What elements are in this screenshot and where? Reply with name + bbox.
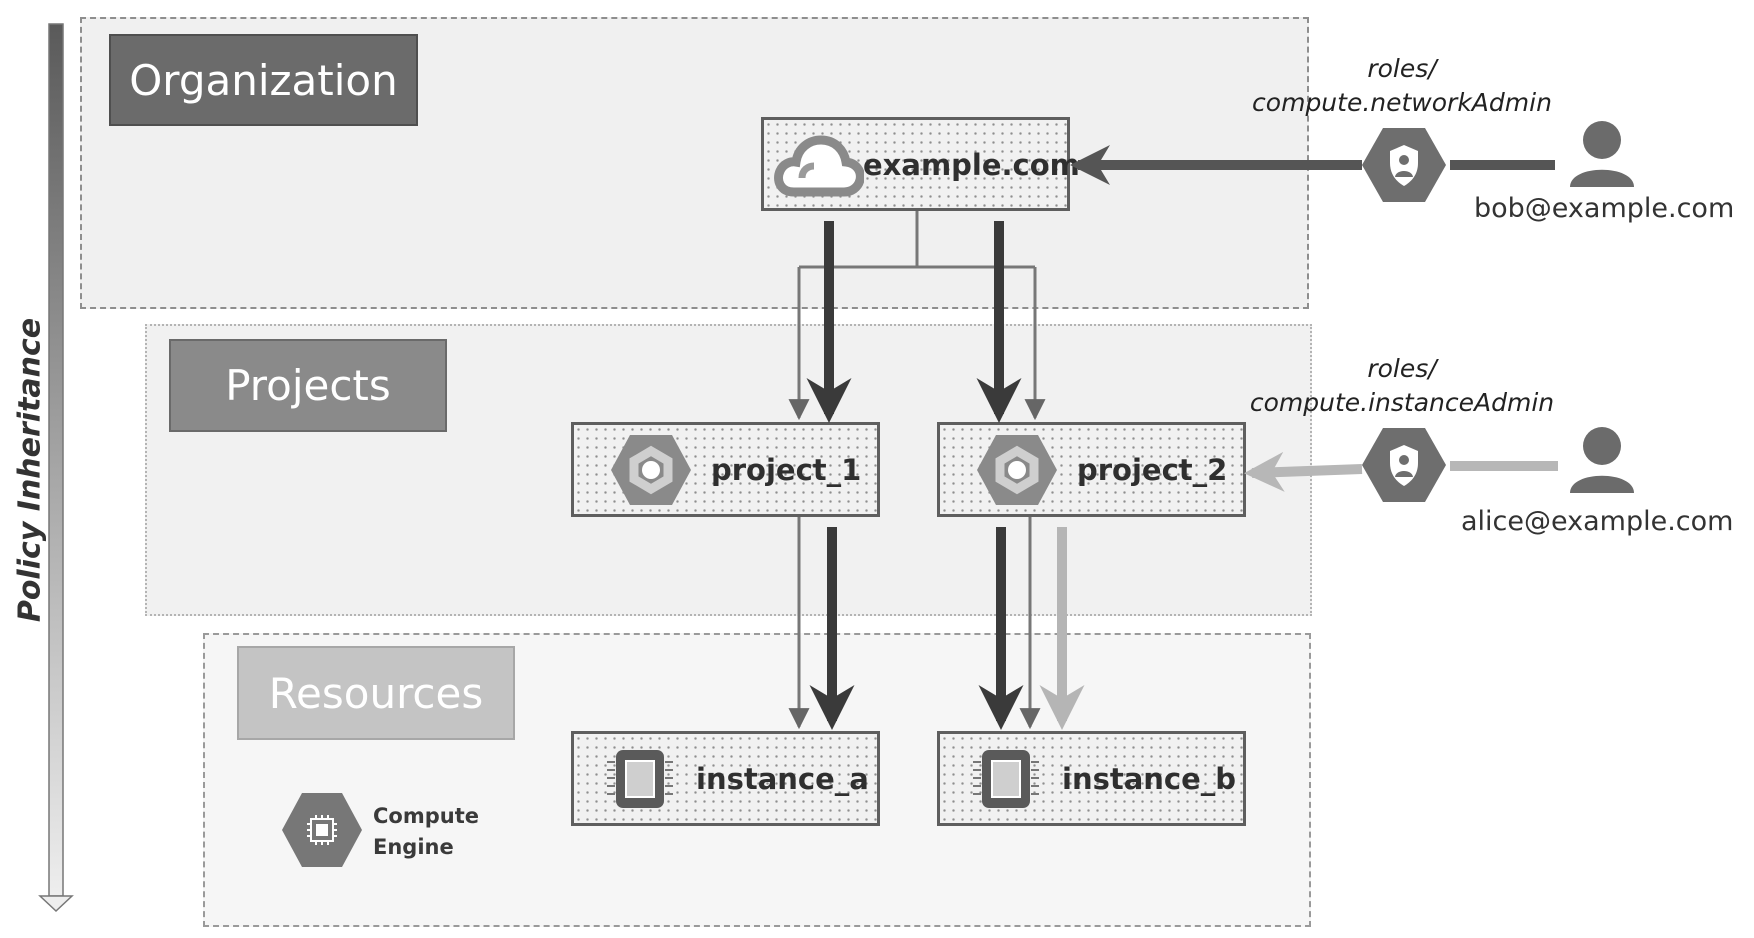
- role-badge-icon: [1362, 128, 1446, 202]
- alice-user-label: alice@example.com: [1461, 506, 1734, 537]
- project-hexagon-icon: [611, 435, 691, 505]
- compute-engine-icon: [282, 793, 362, 867]
- project-1-node: project_1: [571, 422, 880, 517]
- user-icon: [1570, 427, 1634, 493]
- project-2-node: project_2: [937, 422, 1246, 517]
- organization-label: Organization: [109, 34, 418, 126]
- compute-engine-label: Compute Engine: [373, 801, 479, 863]
- org-node-label: example.com: [863, 148, 1080, 182]
- instance-a-node: instance_a: [571, 731, 880, 826]
- project-2-label: project_2: [1077, 453, 1228, 487]
- bob-role-line2: compute.networkAdmin: [1252, 88, 1552, 117]
- alice-role-line1: roles/: [1367, 354, 1437, 383]
- alice-role-label: roles/ compute.instanceAdmin: [1242, 352, 1562, 420]
- compute-engine-line2: Engine: [373, 835, 454, 859]
- instance-b-label: instance_b: [1062, 762, 1237, 796]
- project-1-label: project_1: [711, 453, 862, 487]
- instance-b-node: instance_b: [937, 731, 1246, 826]
- cloud-icon: [774, 135, 864, 197]
- alice-grant-arrow: [1244, 451, 1363, 492]
- bob-role-label: roles/ compute.networkAdmin: [1242, 52, 1562, 120]
- chip-icon: [607, 750, 673, 808]
- instance-a-label: instance_a: [696, 762, 869, 796]
- bob-user-label: bob@example.com: [1474, 193, 1735, 224]
- user-icon: [1570, 121, 1634, 187]
- role-badge-icon: [1362, 428, 1446, 502]
- bob-role-line1: roles/: [1367, 54, 1437, 83]
- resources-label: Resources: [237, 646, 515, 740]
- chip-icon: [973, 750, 1039, 808]
- project-hexagon-icon: [977, 435, 1057, 505]
- alice-role-line2: compute.instanceAdmin: [1249, 388, 1555, 417]
- projects-label: Projects: [169, 339, 447, 432]
- compute-engine-line1: Compute: [373, 804, 479, 828]
- org-node: example.com: [761, 117, 1080, 211]
